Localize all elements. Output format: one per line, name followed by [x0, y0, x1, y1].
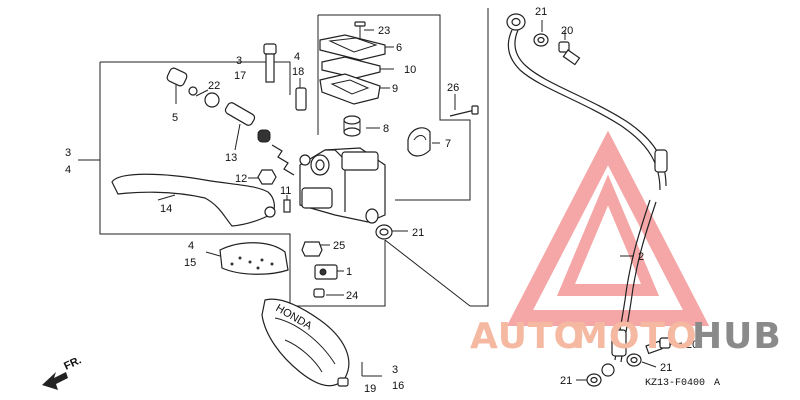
callout-20-b: 20: [686, 339, 698, 351]
callout-3-a: 3: [65, 147, 71, 159]
callout-5: 5: [172, 112, 178, 124]
reservoir-plate: [321, 56, 381, 79]
callout-3-c: 3: [392, 364, 398, 376]
washer-21-master: [375, 224, 393, 240]
washer-21-bottom-a: [586, 373, 602, 387]
master-cylinder-body: [299, 147, 386, 224]
lever-nut: [257, 169, 277, 185]
callout-21-b: 21: [412, 227, 424, 239]
callout-25: 25: [333, 240, 345, 252]
callout-22: 22: [208, 80, 220, 92]
watermark-word-auto: AUTO: [470, 316, 585, 357]
callout-11: 11: [280, 185, 291, 197]
dust-boot: [166, 67, 198, 96]
callout-18: 18: [292, 66, 304, 78]
callout-3-b: 3: [236, 55, 242, 67]
direction-label: FR.: [62, 354, 83, 372]
callout-13: 13: [225, 152, 237, 164]
cap-25: [301, 241, 323, 257]
callout-24: 24: [346, 290, 358, 302]
hand-guard: HONDA: [261, 298, 350, 387]
callout-17: 17: [234, 70, 246, 82]
callout-labels: 1 2 3 3 3 4 4 4 5 6 7 8 9 10 11 12 13 14…: [65, 6, 698, 395]
washer-21-bottom-b: [626, 353, 642, 367]
callout-26: 26: [447, 82, 459, 94]
callout-6: 6: [396, 42, 402, 54]
switch-screw: [313, 288, 325, 298]
callout-15: 15: [184, 257, 196, 269]
watermark-triangle-outer: [506, 130, 710, 326]
holder: [407, 127, 431, 157]
diaphragm: [319, 73, 381, 105]
callout-14: 14: [160, 203, 172, 215]
callout-12: 12: [235, 173, 247, 185]
lever-cover: [219, 242, 289, 275]
callout-21-a: 21: [535, 6, 547, 18]
oil-bolt-20-top: [558, 41, 581, 66]
stop-switch: [314, 264, 338, 280]
callout-4-a: 4: [65, 164, 71, 176]
holder-bolt: [263, 43, 277, 83]
watermark-text: AUTO MOTO HUB: [470, 316, 782, 357]
callout-10: 10: [404, 64, 416, 76]
callout-4-c: 4: [188, 240, 194, 252]
callout-20-a: 20: [561, 25, 573, 37]
callout-2: 2: [638, 251, 644, 263]
callout-4-b: 4: [294, 51, 300, 63]
oil-bolt-20-bottom: [645, 337, 671, 355]
callout-8: 8: [383, 123, 389, 135]
diagram-code-suffix: A: [714, 378, 720, 389]
washer-21-top: [533, 33, 549, 47]
front-direction-arrow-icon: [42, 372, 68, 390]
brake-lever: [111, 173, 276, 227]
screw-26: [449, 105, 479, 117]
callout-21-d: 21: [660, 362, 672, 374]
piston-set: [204, 92, 311, 176]
callout-21-c: 21: [560, 375, 572, 387]
diagram-code: KZ13-F0400: [645, 378, 705, 389]
watermark-word-hub: HUB: [692, 316, 782, 357]
callout-1: 1: [346, 266, 352, 278]
watermark-logo-icon: [506, 130, 710, 326]
callout-7: 7: [445, 138, 451, 150]
brake-hose: [506, 13, 668, 377]
callout-16: 16: [392, 380, 404, 392]
callout-23: 23: [378, 25, 390, 37]
pivot-bolt: [283, 199, 291, 213]
watermark-word-moto: MOTO: [572, 316, 698, 357]
bolt-18: [295, 87, 307, 111]
reservoir-screw: [354, 21, 366, 40]
callout-19: 19: [364, 383, 376, 395]
watermark-triangle-inner: [556, 174, 660, 296]
boot-8: [343, 115, 361, 137]
reservoir-cap: [319, 34, 386, 61]
callout-9: 9: [392, 83, 398, 95]
